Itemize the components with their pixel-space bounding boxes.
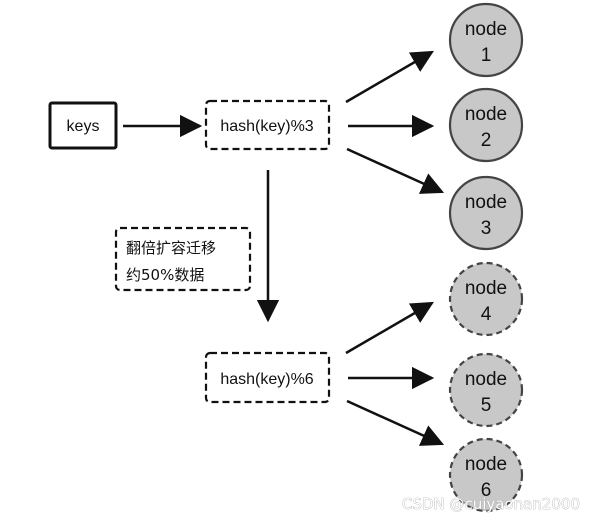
arrow-hash6-to-node4 [345,301,434,355]
keys-box: keys [48,101,118,150]
node-4-circle [448,261,524,337]
arrows [123,50,445,446]
node-4-word: node [465,278,507,299]
node-4-number: 4 [481,304,492,325]
node-4: node 4 [448,261,524,337]
node-6: node 6 [448,437,524,513]
node-6-word: node [465,454,507,475]
hash-mod-6-label: hash(key)%6 [220,371,313,388]
node-6-number: 6 [481,480,492,501]
node-2: node 2 [448,87,524,163]
node-3-number: 3 [481,218,492,239]
migration-note-line2: 约50%数据 [126,266,204,284]
csdn-watermark: CSDN @cuiyaonan2000 [402,495,580,513]
node-6-circle [448,437,524,513]
node-1-circle [448,2,524,78]
keys-label: keys [67,118,100,135]
keys-box-frame [48,101,118,150]
node-2-number: 2 [481,130,492,151]
arrow-hash6-to-node6 [346,399,445,446]
node-5-number: 5 [481,395,492,416]
migration-note-line1: 翻倍扩容迁移 [126,239,216,257]
nodes: node 1 node 2 node 3 node 4 node 5 node 6 [448,2,524,513]
node-1: node 1 [448,2,524,78]
node-3-circle [448,175,524,251]
node-5: node 5 [448,352,524,428]
node-5-circle [448,352,524,428]
node-1-number: 1 [481,45,492,66]
migration-note: 翻倍扩容迁移 约50%数据 [114,226,252,292]
node-5-word: node [465,369,507,390]
hash-mod-3-box: hash(key)%3 [204,99,331,151]
migration-note-frame [114,226,252,292]
node-2-circle [448,87,524,163]
node-1-word: node [465,19,507,40]
arrow-hash3-to-node1 [345,50,434,104]
node-3-word: node [465,192,507,213]
arrow-hash3-to-node3 [346,147,445,194]
node-3: node 3 [448,175,524,251]
hash-mod-3-label: hash(key)%3 [220,118,313,135]
hash-mod-6-box: hash(key)%6 [204,351,331,404]
hash-mod-6-frame [204,351,331,404]
hash-mod-3-frame [204,99,331,151]
node-2-word: node [465,104,507,125]
